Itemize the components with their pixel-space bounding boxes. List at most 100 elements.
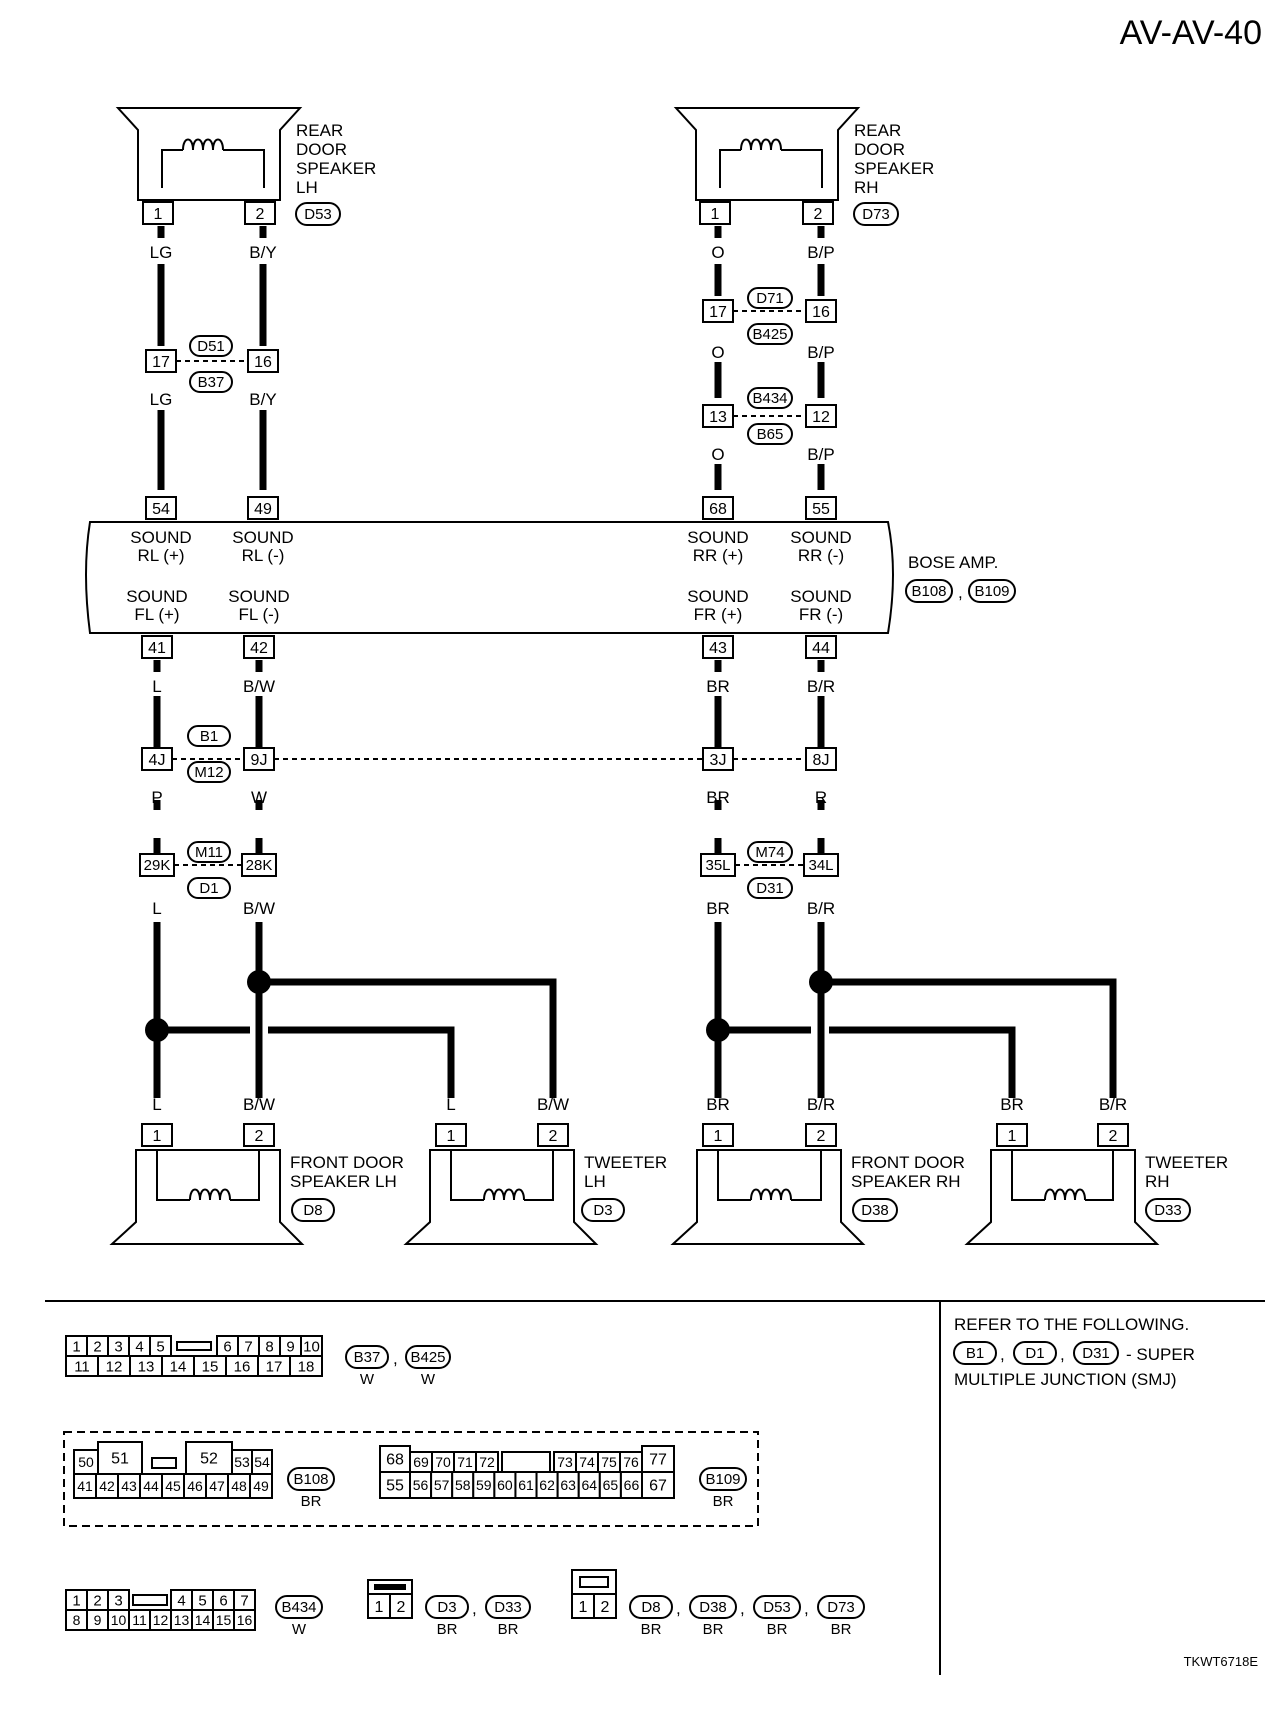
connector-id: B1 [966, 1345, 984, 1362]
pin-label: 65 [603, 1477, 619, 1493]
pin-label: 58 [455, 1477, 471, 1493]
pin-label: 16 [254, 354, 272, 371]
connector-color: W [421, 1371, 436, 1388]
pin-cell [289, 1355, 323, 1377]
separator: , [958, 583, 963, 602]
pin-label: 70 [435, 1454, 451, 1470]
connector-color: BR [498, 1621, 519, 1638]
amp-terminal-label: FL (+) [134, 605, 179, 624]
connector-id: B109 [974, 583, 1009, 600]
separator: , [1060, 1345, 1065, 1364]
pin-label: 76 [623, 1454, 639, 1470]
wire-color: P [151, 788, 162, 807]
connector-id: D1 [199, 880, 218, 897]
pin-label: 49 [254, 501, 272, 518]
pin-label: 1 [579, 1599, 588, 1616]
note-text: REFER TO THE FOLLOWING. [954, 1315, 1189, 1334]
wire-color: L [152, 677, 161, 696]
connector-id: D31 [1082, 1345, 1110, 1362]
pin-label: 4 [177, 1592, 185, 1609]
amp-terminal-label: FR (+) [694, 605, 743, 624]
junction-b1-m12: 4J 9J 3J 8J B1 M12 [141, 725, 837, 783]
pin-label: 5 [156, 1338, 164, 1355]
pin-label: 2 [256, 206, 265, 223]
pin-label: 11 [74, 1358, 90, 1375]
pin-label: 1 [375, 1599, 384, 1616]
pin-label: 17 [152, 354, 170, 371]
page-code: AV-AV-40 [1120, 14, 1262, 52]
pin-label: 11 [132, 1612, 147, 1628]
connector-id: B37 [354, 1349, 381, 1366]
wire-color: LG [150, 390, 173, 409]
coil-icon [189, 1188, 231, 1201]
separator: , [472, 1599, 477, 1618]
splice-point [809, 970, 833, 994]
junction-b434-b65: 13 12 B434 B65 [702, 387, 837, 445]
pin-label: 2 [814, 206, 823, 223]
wire-color: BR [1000, 1095, 1024, 1114]
pin-label: 2 [601, 1599, 610, 1616]
connector-id: D53 [304, 206, 332, 223]
pin-label: 42 [250, 640, 268, 657]
pin-label: 1 [1008, 1128, 1017, 1145]
pin-label: 45 [165, 1478, 181, 1494]
junction-m11-d1: 29K 28K M11 D1 [139, 841, 277, 899]
pin-label: 68 [709, 501, 727, 518]
connector-id: D8 [641, 1599, 660, 1616]
pin-label: 17 [266, 1358, 283, 1375]
speaker-name: FRONT DOOR [290, 1153, 404, 1172]
connector-color: BR [767, 1621, 788, 1638]
tweeter-lh: 1 2 TWEETER LH D3 [403, 1123, 667, 1245]
connector-id: M74 [755, 844, 784, 861]
speaker-name: TWEETER [1145, 1153, 1228, 1172]
pin-label: 42 [99, 1478, 115, 1494]
pin-label: 55 [812, 501, 830, 518]
pin-label: 9J [251, 752, 268, 769]
connector-id: D73 [862, 206, 890, 223]
amp-terminal-label: FR (-) [799, 605, 843, 624]
pin-label: 1 [714, 1128, 723, 1145]
rear-door-speaker-rh: 1 2 REAR DOOR SPEAKER RH D73 [673, 107, 934, 226]
connector-color: BR [703, 1621, 724, 1638]
pin-label: 50 [78, 1454, 94, 1470]
connector-id: M12 [194, 764, 223, 781]
connector-id: B108 [293, 1471, 328, 1488]
wire-color: O [711, 445, 724, 464]
amp-terminal-label: SOUND [126, 587, 187, 606]
connector-id: B425 [752, 326, 787, 343]
speaker-name: SPEAKER [854, 159, 934, 178]
amp-terminal-label: SOUND [687, 587, 748, 606]
pin-label: 2 [549, 1128, 558, 1145]
connector-id: B37 [198, 374, 225, 391]
pin-label: 74 [579, 1454, 595, 1470]
connector-face-b434-id: B434 W [275, 1595, 323, 1638]
pin-label: 52 [200, 1451, 218, 1468]
connector-key [132, 1594, 168, 1606]
wire-color: LG [150, 243, 173, 262]
pin-label: 54 [152, 501, 170, 518]
front-wiring: L B/W BR B/R P W BR R L B/W BR B/R L B/W… [145, 660, 1127, 1114]
pin-label: 44 [812, 640, 830, 657]
connector-key [176, 1341, 212, 1351]
pin-label: 28K [246, 857, 273, 874]
note-text: MULTIPLE JUNCTION (SMJ) [954, 1370, 1177, 1389]
pin-cell [233, 1609, 256, 1631]
pin-cell [641, 1471, 675, 1499]
speaker-name: REAR [296, 121, 343, 140]
pin-label: 71 [457, 1454, 473, 1470]
speaker-name: RH [1145, 1172, 1170, 1191]
refer-note: REFER TO THE FOLLOWING. B1 , D1 , D31 - … [953, 1315, 1195, 1389]
connector-color: BR [641, 1621, 662, 1638]
wire-color: L [446, 1095, 455, 1114]
coil-icon [1044, 1188, 1086, 1201]
wire-color: B/W [243, 1095, 275, 1114]
pin-label: 1 [72, 1592, 80, 1609]
connector-id: M11 [195, 844, 223, 861]
pin-label: 43 [121, 1478, 137, 1494]
speaker-name: SPEAKER RH [851, 1172, 961, 1191]
connector-id: D8 [303, 1202, 322, 1219]
